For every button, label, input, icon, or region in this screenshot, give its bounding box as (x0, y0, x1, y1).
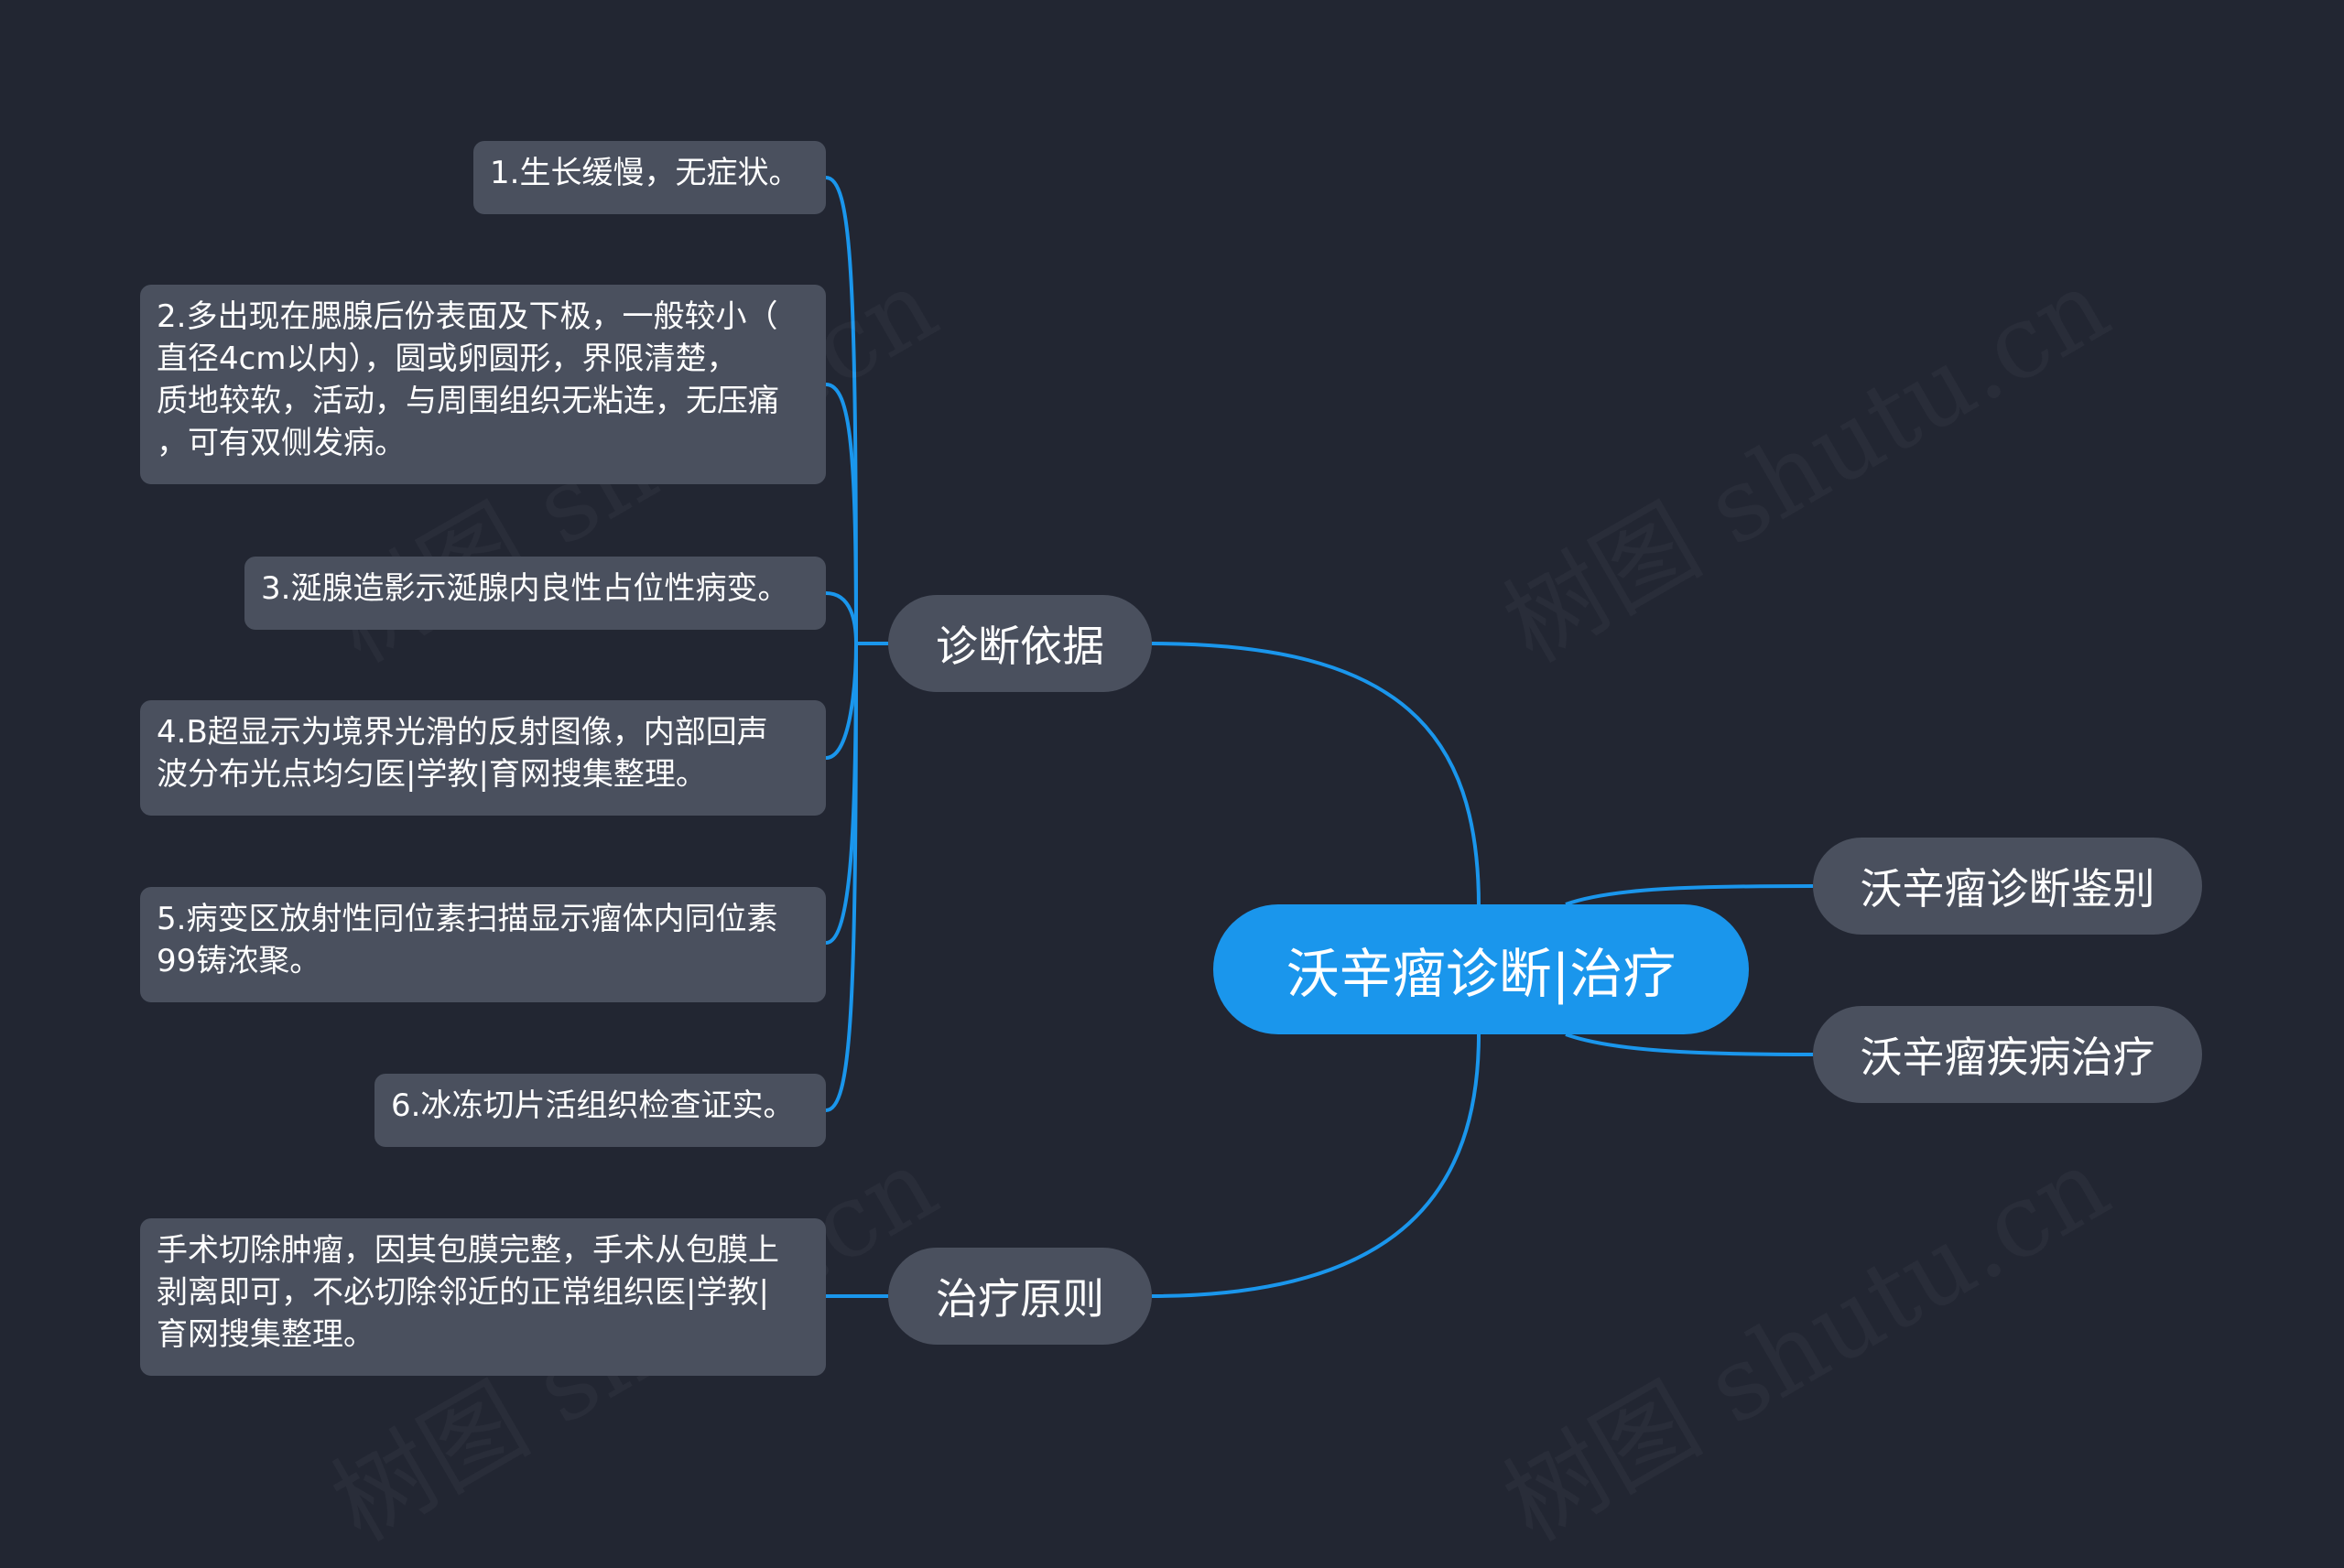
edge-diag-4 (825, 643, 858, 760)
diagnosis-item-3[interactable]: 3.涎腺造影示涎腺内良性占位性病变。 (244, 557, 826, 630)
diagnosis-item-2[interactable]: 2.多出现在腮腺后份表面及下极，一般较小（ 直径4cm以内），圆或卵圆形，界限清… (140, 285, 826, 484)
diagnosis-item-5[interactable]: 5.病变区放射性同位素扫描显示瘤体内同位素 99铸浓聚。 (140, 887, 826, 1002)
edge-diag-3 (825, 591, 858, 644)
connector-lines (825, 176, 1814, 1298)
edge-root-treatment-principle (1151, 1033, 1481, 1298)
branch-diagnosis[interactable]: 诊断依据 (888, 595, 1152, 692)
edge-diag-1 (825, 176, 858, 644)
diagnosis-item-6[interactable]: 6.冰冻切片活组织检查证实。 (374, 1074, 826, 1147)
diagnosis-item-1[interactable]: 1.生长缓慢，无症状。 (473, 141, 826, 214)
edge-root-disease-treatment (1565, 1033, 1814, 1056)
root-topic[interactable]: 沃辛瘤诊断|治疗 (1213, 904, 1749, 1034)
branch-treatment-principle[interactable]: 治疗原则 (888, 1248, 1152, 1345)
treatment-item-1[interactable]: 手术切除肿瘤，因其包膜完整，手术从包膜上 剥离即可，不必切除邻近的正常组织医|学… (140, 1218, 826, 1376)
edge-diag-5 (825, 643, 858, 945)
diagnosis-item-4[interactable]: 4.B超显示为境界光滑的反射图像，内部回声 波分布光点均匀医|学教|育网搜集整理… (140, 700, 826, 816)
edge-root-differential (1565, 884, 1814, 906)
edge-diag-2 (825, 383, 858, 644)
branch-differential[interactable]: 沃辛瘤诊断鉴别 (1813, 838, 2202, 935)
edge-diag-6 (825, 643, 858, 1112)
branch-disease-treatment[interactable]: 沃辛瘤疾病治疗 (1813, 1006, 2202, 1103)
edge-root-diagnosis (1151, 642, 1481, 907)
